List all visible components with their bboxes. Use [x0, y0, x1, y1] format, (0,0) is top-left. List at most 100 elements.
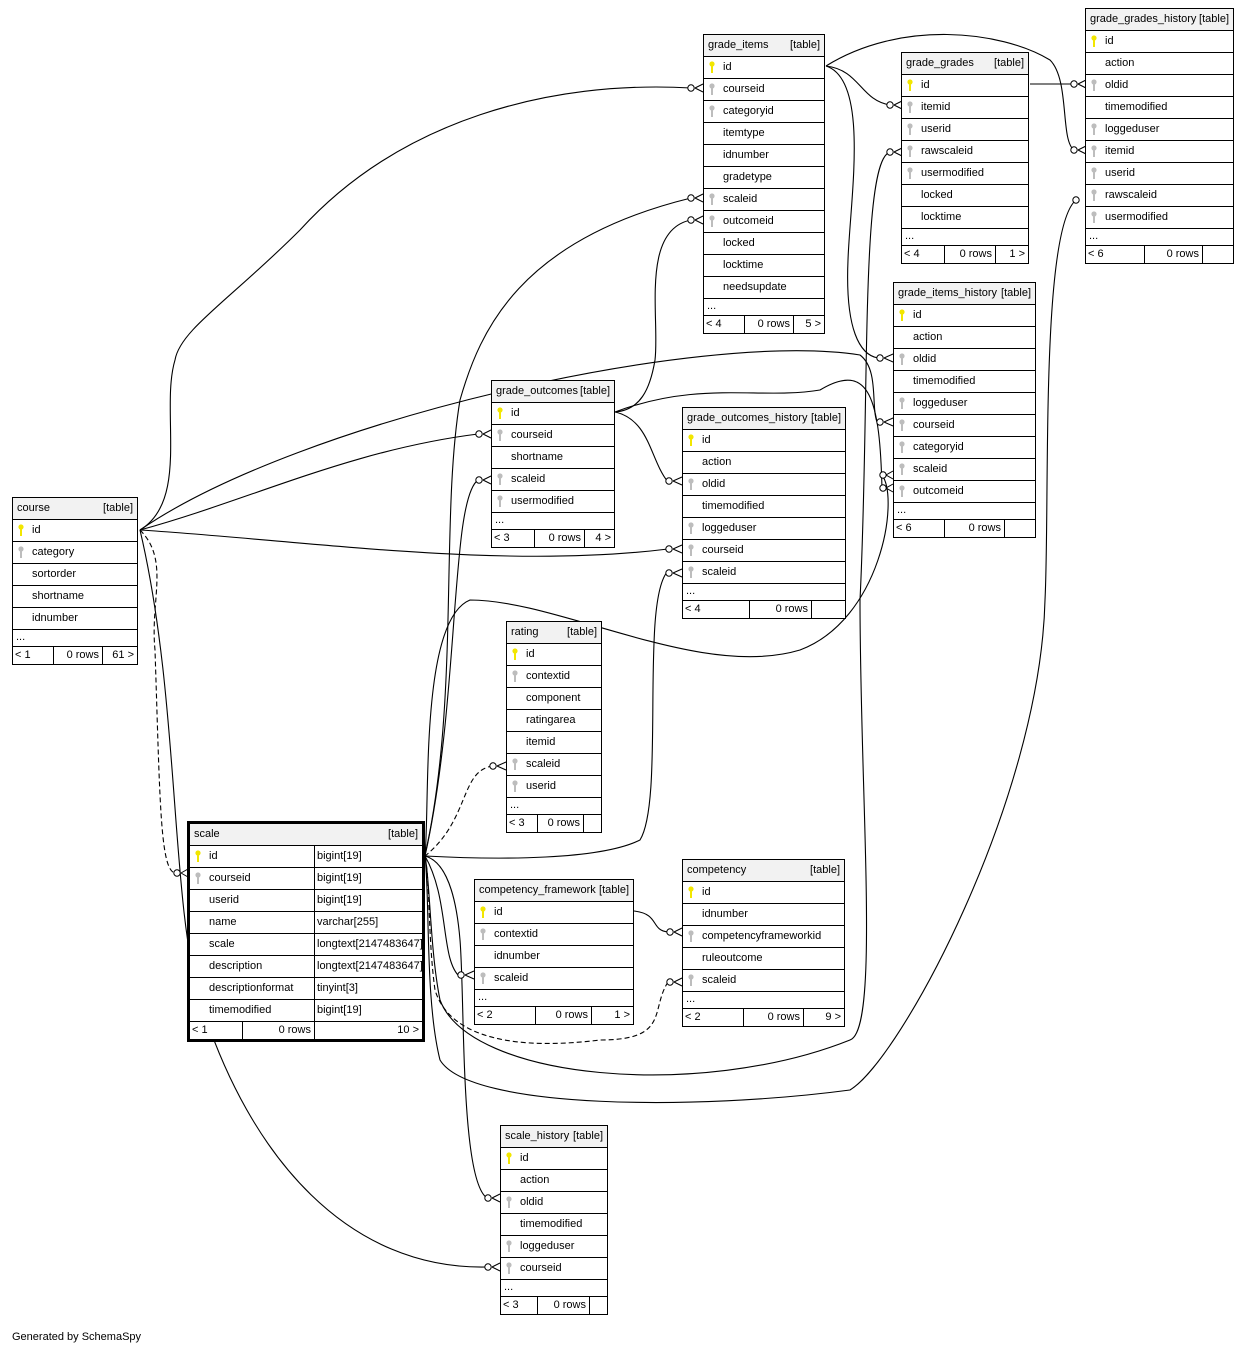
children-count[interactable]: 4 > — [584, 530, 614, 547]
parents-count[interactable]: < 2 — [685, 1011, 701, 1023]
table-name[interactable]: grade_grades — [906, 57, 974, 69]
table-name[interactable]: grade_outcomes — [496, 385, 578, 397]
column-row[interactable]: loggeduser — [501, 1236, 607, 1258]
table-header[interactable]: grade_outcomes_history[table] — [683, 408, 845, 430]
children-count[interactable] — [1202, 246, 1233, 263]
more-columns-indicator[interactable]: ... — [475, 990, 633, 1007]
column-row[interactable]: courseid — [683, 540, 845, 562]
children-count[interactable]: 9 > — [803, 1009, 844, 1026]
table-header[interactable]: course[table] — [13, 498, 137, 520]
table-name[interactable]: scale_history — [505, 1130, 570, 1142]
column-row[interactable]: component — [507, 688, 601, 710]
column-row[interactable]: courseid — [894, 415, 1035, 437]
column-row[interactable]: timemodified — [1086, 97, 1233, 119]
column-row[interactable]: outcomeid — [894, 481, 1035, 503]
column-row[interactable]: courseid — [492, 425, 614, 447]
column-row[interactable]: oldid — [894, 349, 1035, 371]
column-row[interactable]: idnumber — [683, 904, 844, 926]
more-columns-indicator[interactable]: ... — [13, 630, 137, 647]
column-row[interactable]: timemodified — [683, 496, 845, 518]
column-row[interactable]: locktime — [704, 255, 824, 277]
column-row[interactable]: idnumber — [13, 608, 137, 630]
parents-count[interactable]: < 6 — [896, 522, 912, 534]
column-row[interactable]: courseid — [704, 79, 824, 101]
column-row[interactable]: timemodified — [501, 1214, 607, 1236]
parents-count[interactable]: < 1 — [192, 1024, 208, 1036]
column-row[interactable]: loggeduser — [683, 518, 845, 540]
children-count[interactable] — [589, 1297, 607, 1314]
column-row[interactable]: scaleid — [894, 459, 1035, 481]
column-row[interactable]: itemid — [902, 97, 1028, 119]
more-columns-indicator[interactable]: ... — [507, 798, 601, 815]
column-row[interactable]: scaleid — [475, 968, 633, 990]
more-columns-indicator[interactable]: ... — [902, 229, 1028, 246]
column-row[interactable]: scaleid — [507, 754, 601, 776]
column-row[interactable]: contextid — [507, 666, 601, 688]
column-row[interactable]: id — [1086, 31, 1233, 53]
table-name[interactable]: scale — [194, 828, 220, 840]
column-row[interactable]: itemid — [1086, 141, 1233, 163]
parents-count[interactable]: < 1 — [15, 649, 31, 661]
column-row[interactable]: usermodified — [902, 163, 1028, 185]
column-row[interactable]: usermodified — [492, 491, 614, 513]
table-header[interactable]: scale_history[table] — [501, 1126, 607, 1148]
table-header[interactable]: scale[table] — [190, 824, 422, 846]
children-count[interactable]: 1 > — [995, 246, 1028, 263]
parents-count[interactable]: < 2 — [477, 1009, 493, 1021]
column-row[interactable]: timemodified — [894, 371, 1035, 393]
children-count[interactable]: 1 > — [591, 1007, 633, 1024]
parents-count[interactable]: < 4 — [904, 248, 920, 260]
column-row[interactable]: ratingarea — [507, 710, 601, 732]
more-columns-indicator[interactable]: ... — [683, 584, 845, 601]
column-row[interactable]: loggeduser — [1086, 119, 1233, 141]
column-row[interactable]: needsupdate — [704, 277, 824, 299]
column-row[interactable]: id — [507, 644, 601, 666]
children-count[interactable]: 10 > — [314, 1022, 422, 1039]
column-row[interactable]: id — [501, 1148, 607, 1170]
column-row[interactable]: courseid — [501, 1258, 607, 1280]
column-row[interactable]: usermodified — [1086, 207, 1233, 229]
children-count[interactable]: 5 > — [793, 316, 824, 333]
column-row[interactable]: oldid — [501, 1192, 607, 1214]
parents-count[interactable]: < 3 — [509, 817, 525, 829]
table-header[interactable]: rating[table] — [507, 622, 601, 644]
table-header[interactable]: grade_items[table] — [704, 35, 824, 57]
column-row[interactable]: itemid — [507, 732, 601, 754]
children-count[interactable]: 61 > — [102, 647, 137, 664]
column-row[interactable]: locktime — [902, 207, 1028, 229]
column-row[interactable]: sortorder — [13, 564, 137, 586]
column-row[interactable]: ruleoutcome — [683, 948, 844, 970]
column-row[interactable]: category — [13, 542, 137, 564]
table-header[interactable]: grade_items_history[table] — [894, 283, 1035, 305]
column-row[interactable]: locked — [704, 233, 824, 255]
table-header[interactable]: competency[table] — [683, 860, 844, 882]
more-columns-indicator[interactable]: ... — [492, 513, 614, 530]
column-row[interactable]: id — [13, 520, 137, 542]
table-header[interactable]: competency_framework[table] — [475, 880, 633, 902]
children-count[interactable] — [811, 601, 845, 618]
column-row[interactable]: competencyframeworkid — [683, 926, 844, 948]
table-name[interactable]: competency_framework — [479, 884, 596, 896]
more-columns-indicator[interactable]: ... — [683, 992, 844, 1009]
column-row[interactable]: id — [492, 403, 614, 425]
more-columns-indicator[interactable]: ... — [1086, 229, 1233, 246]
column-row[interactable]: action — [501, 1170, 607, 1192]
column-row[interactable]: scaleid — [683, 562, 845, 584]
column-row[interactable]: userid — [902, 119, 1028, 141]
table-header[interactable]: grade_grades[table] — [902, 53, 1028, 75]
children-count[interactable] — [583, 815, 601, 832]
column-row[interactable]: action — [683, 452, 845, 474]
column-row[interactable]: id — [683, 882, 844, 904]
